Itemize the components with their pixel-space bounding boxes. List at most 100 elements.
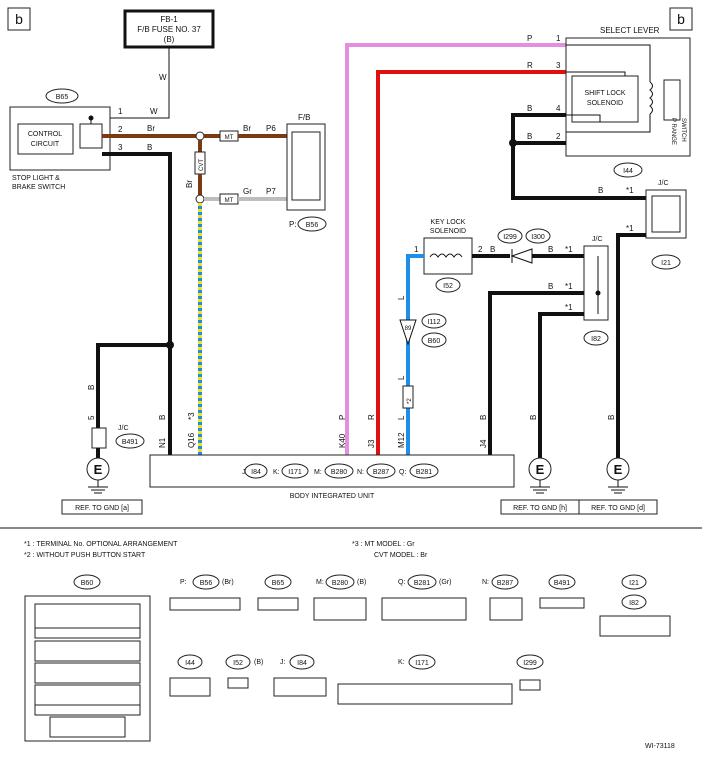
wire-label-b-jc82: B: [548, 245, 553, 254]
connector-i44-oval: [613, 162, 643, 178]
ref-gnd-d: REF. TO GND [d]: [591, 505, 645, 512]
switch-name-line2: BRAKE SWITCH: [12, 184, 65, 191]
wire-label-l2: L: [397, 375, 406, 380]
wire-label-b-kl: B: [490, 245, 495, 254]
pin-p7: P7: [266, 187, 276, 196]
cv-b60-row74: [34, 704, 141, 716]
biu-name: BODY INTEGRATED UNIT: [290, 493, 375, 500]
cv-b281: B281: [414, 580, 430, 587]
wire-p-k40: [345, 43, 566, 455]
ref-gnd-d-box: [578, 499, 658, 515]
connector-i44: I44: [623, 168, 633, 175]
fuse-line2: F/B FUSE NO. 37: [137, 25, 201, 34]
cv-p-prefix: P:: [180, 579, 187, 586]
pin-1: 1: [118, 107, 123, 116]
key-lock-line2: SOLENOID: [430, 228, 466, 235]
cv-b287-oval: [491, 574, 519, 590]
jc-i82-label: J/C: [592, 236, 603, 243]
cv-b60-block4: [34, 684, 141, 706]
cv-b56-oval: [192, 574, 220, 590]
wire-b-jc: [96, 343, 170, 430]
sel-internal-2: [566, 114, 651, 133]
star2-label: *2: [407, 398, 413, 404]
biu-i171-oval: [281, 463, 309, 479]
key-lock-coil: [429, 253, 463, 258]
wire-label-b-n1: B: [158, 415, 167, 420]
connector-i299-oval: [497, 228, 523, 244]
connector-i52: I52: [443, 283, 453, 290]
sel-internal-1: [566, 44, 651, 82]
connector-i21-oval: [651, 254, 681, 270]
cv-b287: B287: [497, 580, 513, 587]
cv-b60-block5: [49, 716, 126, 738]
star1-i44: *1: [626, 186, 634, 195]
pin-q16: Q16: [187, 432, 196, 448]
ground-e-h-label: E: [536, 462, 545, 477]
cv-b60-block2: [34, 640, 141, 662]
cv-i82-oval: [621, 594, 647, 610]
cvt-label: CVT: [199, 159, 205, 171]
fb-label: F/B: [298, 113, 310, 122]
corner-label-right: b: [677, 11, 685, 27]
cv-i84: I84: [297, 660, 307, 667]
wire-label-br-vert: Br: [185, 180, 194, 188]
biu-i84: I84: [251, 469, 261, 476]
cv-m-prefix: M:: [316, 579, 324, 586]
star1-jc82-a: *1: [565, 245, 573, 254]
p-range-switch-box: [663, 79, 681, 121]
diode-i112: [399, 319, 417, 346]
jc-i21-label: J/C: [658, 180, 669, 187]
wire-l-m12: [406, 254, 424, 455]
cv-b60-block3: [34, 662, 141, 684]
wire-b-jc-i21-gnd: [616, 233, 646, 458]
shift-lock-line2: SOLENOID: [587, 100, 623, 107]
cv-n-prefix: N:: [482, 579, 489, 586]
connector-b491-oval: [115, 433, 145, 449]
cv-i52-oval: [225, 654, 251, 670]
corner-box-left: [7, 7, 31, 31]
wire-r-j3: [376, 70, 566, 455]
cv-i21-box: [599, 615, 671, 637]
cv-i52-box: [227, 677, 249, 689]
biu-b287: B287: [373, 469, 389, 476]
cv-i171: I171: [415, 660, 429, 667]
connector-i52-oval: [435, 277, 461, 293]
connector-i112-oval: [421, 313, 447, 329]
pin-3: 3: [118, 143, 123, 152]
biu-b280: B280: [331, 469, 347, 476]
cv-b280-color: (B): [357, 579, 366, 586]
pin-sel-1: 1: [556, 34, 561, 43]
biu-n-prefix: N:: [357, 469, 364, 476]
control-circuit-box: [17, 123, 74, 155]
cv-b60-oval: [73, 574, 101, 590]
cv-i21: I21: [629, 580, 639, 587]
splice-bottom: [195, 194, 205, 204]
cv-i84-box: [273, 677, 327, 697]
mt-top: MT: [225, 135, 234, 141]
wire-label-gr: Gr: [243, 187, 252, 196]
cv-i171-oval: [408, 654, 436, 670]
pin-2: 2: [118, 125, 123, 134]
select-lever-title: SELECT LEVER: [600, 26, 660, 35]
ref-gnd-h: REF. TO GND [h]: [513, 505, 567, 512]
corner-label-left: b: [15, 11, 23, 27]
note-2: *2 : WITHOUT PUSH BUTTON START: [24, 552, 146, 559]
cv-i82: I82: [629, 600, 639, 607]
wire-b-n1: [102, 152, 172, 455]
cv-b56: B56: [200, 580, 213, 587]
connector-b56: B56: [306, 222, 319, 229]
wire-label-b-j4: B: [548, 282, 553, 291]
ref-gnd-a: REF. TO GND [a]: [75, 505, 129, 512]
diode-i112-mark: 89: [405, 326, 412, 332]
wire-label-b-i44: B: [598, 186, 603, 195]
wire-label-star3: *3: [187, 412, 196, 420]
jc-i82-box: [583, 245, 609, 321]
cv-b280: B280: [332, 580, 348, 587]
wire-label-br: Br: [147, 124, 155, 133]
switch-name-line1: STOP LIGHT &: [12, 175, 60, 182]
ground-e-left-label: E: [94, 462, 103, 477]
p-range-line1: P RANGE: [670, 118, 676, 145]
cv-b280-box: [313, 597, 367, 621]
biu-i171: I171: [288, 469, 302, 476]
biu-m-prefix: M:: [314, 469, 322, 476]
